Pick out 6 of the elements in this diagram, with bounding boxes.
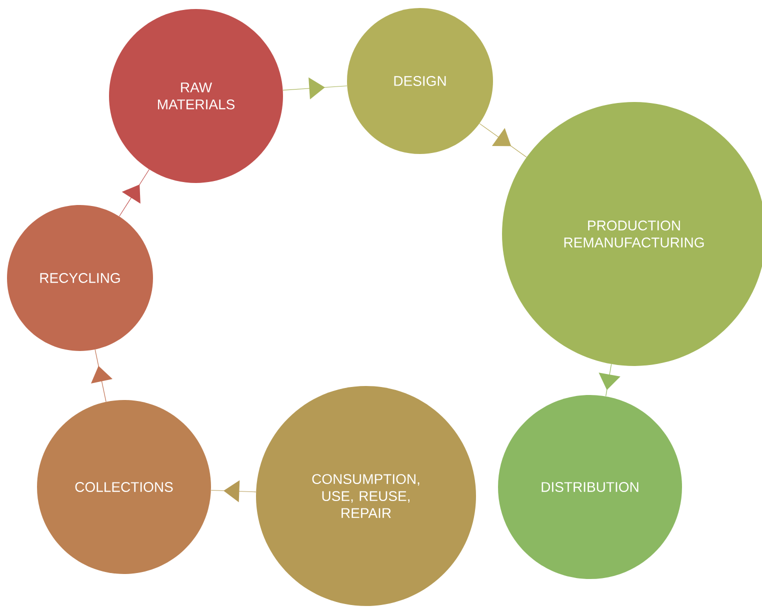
arrow [90,349,112,402]
arrow [282,77,348,100]
arrow [598,364,620,396]
arrow [210,480,256,502]
arrow [479,123,527,158]
arrow [119,169,150,217]
